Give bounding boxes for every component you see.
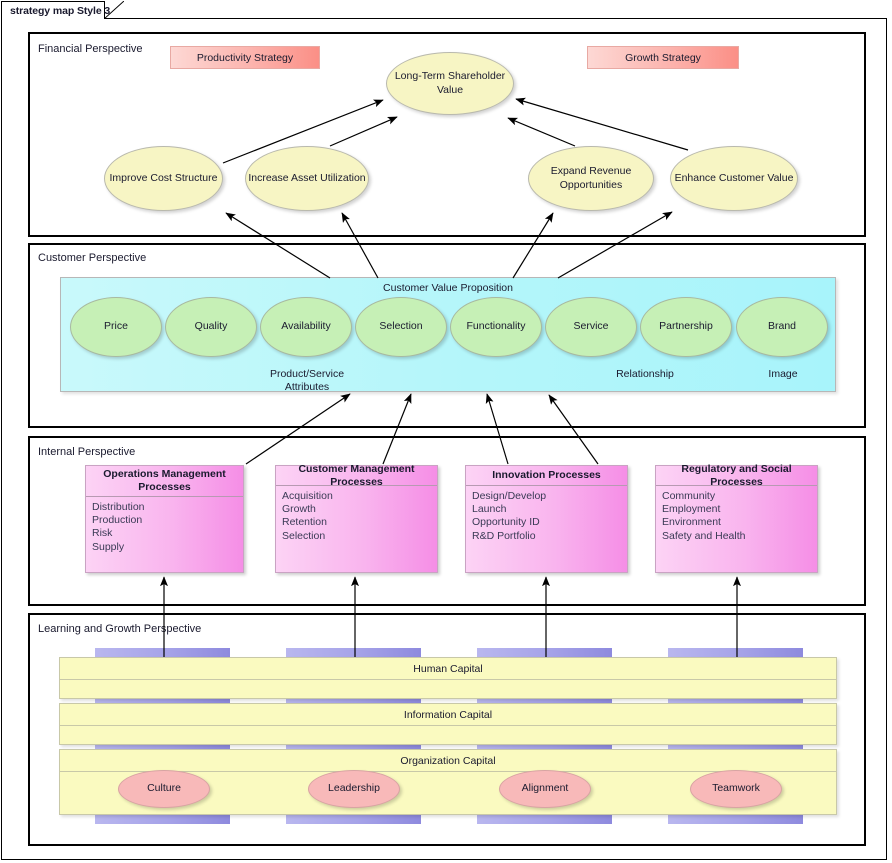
process-item: Employment [662,503,721,516]
objective-label: Improve Cost Structure [109,171,218,184]
enabler-leadership[interactable]: Leadership [308,770,400,808]
process-item: Environment [662,516,721,529]
diagram-tab-label: strategy map Style 3 [10,5,111,17]
capital-band-information[interactable]: Information Capital [59,703,837,745]
attribute-label: Price [104,320,128,333]
panel-title-customer: Customer Perspective [38,252,147,264]
attribute-price[interactable]: Price [70,297,162,357]
objective-long-term-shareholder-value[interactable]: Long-Term Shareholder Value [386,52,514,115]
panel-title-learning: Learning and Growth Perspective [38,623,202,635]
attribute-brand[interactable]: Brand [736,297,828,357]
process-box-title: Customer Management Processes [276,463,437,488]
process-box-items: Community Employment Environment Safety … [656,486,817,543]
attribute-label: Quality [194,320,228,333]
attribute-label: Selection [379,320,423,333]
process-item: Growth [282,503,316,516]
attribute-group-label: Relationship [616,368,674,380]
attribute-partnership[interactable]: Partnership [640,297,732,357]
process-item: Launch [472,503,507,516]
enabler-label: Teamwork [712,782,760,795]
objective-label: Increase Asset Utilization [248,171,366,184]
attribute-group-image: Image [727,368,839,381]
enabler-teamwork[interactable]: Teamwork [690,770,782,808]
process-item: Community [662,490,716,502]
process-box-title: Regulatory and Social Processes [656,463,817,488]
objective-increase-asset-utilization[interactable]: Increase Asset Utilization [245,146,369,211]
attribute-label: Partnership [659,320,713,333]
banner-growth-strategy[interactable]: Growth Strategy [587,46,739,69]
attribute-functionality[interactable]: Functionality [450,297,542,357]
objective-enhance-customer-value[interactable]: Enhance Customer Value [670,146,798,211]
capital-band-title: Human Capital [60,658,836,680]
process-item: Distribution [92,501,145,513]
process-box-operations-management[interactable]: Operations Management Processes Distribu… [85,465,244,573]
attribute-availability[interactable]: Availability [260,297,352,357]
enabler-label: Alignment [521,782,569,795]
process-box-customer-management[interactable]: Customer Management Processes Acquisitio… [275,463,438,573]
objective-expand-revenue-opportunities[interactable]: Expand Revenue Opportunities [528,146,654,211]
banner-productivity-strategy[interactable]: Productivity Strategy [170,46,320,69]
process-item: R&D Portfolio [472,529,536,542]
attribute-selection[interactable]: Selection [355,297,447,357]
objective-improve-cost-structure[interactable]: Improve Cost Structure [104,146,223,211]
enabler-alignment[interactable]: Alignment [499,770,591,808]
tab-slant-edge [104,1,124,19]
banner-label: Growth Strategy [625,51,701,64]
process-box-regulatory-social[interactable]: Regulatory and Social Processes Communit… [655,463,818,573]
process-item: Design/Develop [472,490,547,502]
process-item: Production [92,514,143,527]
attribute-label: Brand [767,320,797,333]
attribute-service[interactable]: Service [545,297,637,357]
capital-band-title: Information Capital [60,704,836,726]
process-item: Supply [92,540,125,553]
objective-label: Expand Revenue Opportunities [550,165,632,191]
attribute-quality[interactable]: Quality [165,297,257,357]
attribute-group-label: Image [768,368,798,380]
attribute-label: Functionality [466,320,526,333]
process-box-items: Distribution Production Risk Supply [86,497,243,554]
customer-value-proposition-title: Customer Value Proposition [383,282,513,294]
enabler-label: Leadership [328,782,380,795]
attribute-label: Availability [281,320,331,333]
enabler-label: Culture [147,782,181,795]
diagram-tab[interactable]: strategy map Style 3 [1,1,110,19]
process-box-title: Innovation Processes [466,466,627,486]
attribute-group-relationship: Relationship [585,368,705,381]
process-item: Safety and Health [662,529,746,542]
process-box-innovation[interactable]: Innovation Processes Design/Develop Laun… [465,465,628,573]
capital-band-human[interactable]: Human Capital [59,657,837,699]
enabler-culture[interactable]: Culture [118,770,210,808]
panel-title-financial: Financial Perspective [38,43,143,55]
process-box-items: Acquisition Growth Retention Selection [276,486,437,543]
process-box-items: Design/Develop Launch Opportunity ID R&D… [466,486,627,543]
process-item: Selection [282,529,326,542]
process-item: Risk [92,527,113,540]
process-box-title: Operations Management Processes [86,466,243,497]
process-item: Acquisition [282,490,333,502]
attribute-label: Service [573,320,609,333]
objective-label: Long-Term Shareholder Value [394,70,506,96]
banner-label: Productivity Strategy [196,51,294,64]
process-item: Retention [282,516,327,529]
objective-label: Enhance Customer Value [674,171,794,184]
capital-band-title: Organization Capital [60,750,836,772]
attribute-group-label: Product/Service Attributes [269,368,345,394]
attribute-group-product-service: Product/Service Attributes [247,368,367,394]
process-item: Opportunity ID [472,516,540,529]
panel-title-internal: Internal Perspective [38,446,136,458]
